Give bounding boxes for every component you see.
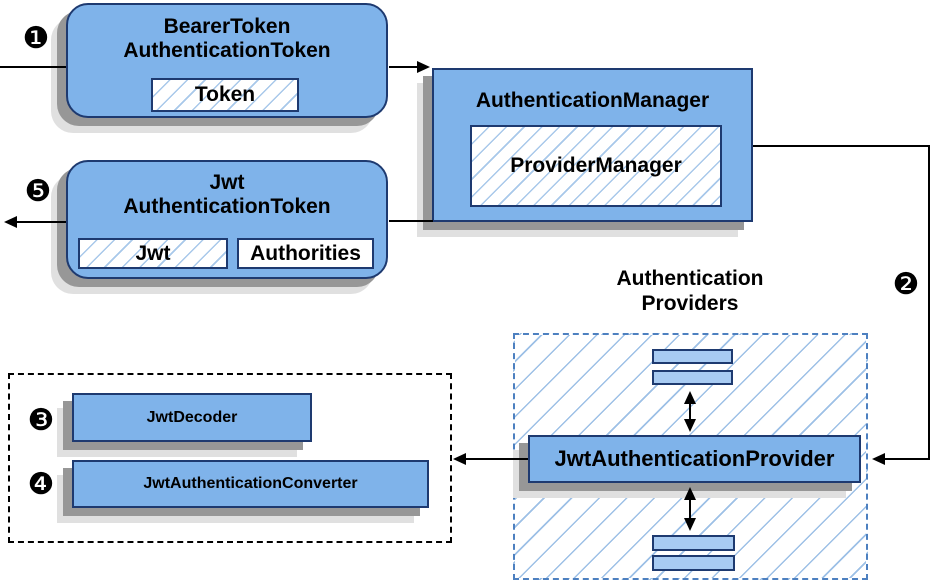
authentication-providers-label: Authentication Providers <box>590 266 790 316</box>
step-2-badge: ❷ <box>892 268 920 301</box>
provider-list-bar <box>652 555 735 571</box>
arrowhead-into-decoder-group-icon <box>453 453 466 465</box>
arrowhead-into-manager-icon <box>417 61 430 73</box>
provider-manager-inner-box: ProviderManager <box>470 125 722 207</box>
jwt-authentication-provider-box: JwtAuthenticationProvider <box>528 435 861 483</box>
token-label: Token <box>194 83 256 106</box>
authentication-manager-box: AuthenticationManager ProviderManager <box>432 68 753 222</box>
provider-list-bar <box>652 535 735 551</box>
jwt-inner-box: Jwt <box>78 238 228 269</box>
jwt-decoder-box: JwtDecoder <box>72 393 312 442</box>
jwt-authentication-converter-label: JwtAuthenticationConverter <box>143 475 358 492</box>
jwt-decoder-label: JwtDecoder <box>146 408 238 426</box>
authentication-providers-label-line1: Authentication <box>616 267 764 290</box>
jwt-box-title-line1: Jwt <box>209 171 245 194</box>
step-5-badge: ❺ <box>24 175 52 208</box>
arrowhead-into-provider-icon <box>872 453 885 465</box>
jwt-authentication-provider-label: JwtAuthenticationProvider <box>554 446 835 471</box>
provider-list-bar <box>652 349 733 364</box>
step-3-badge: ❸ <box>27 404 55 437</box>
step-1-badge: ❶ <box>22 22 50 55</box>
token-inner-box: Token <box>151 78 299 112</box>
jwt-label: Jwt <box>135 241 171 265</box>
jwt-box-title-line2: AuthenticationToken <box>123 195 331 218</box>
jwt-components-group-box <box>8 373 452 543</box>
provider-list-bar <box>652 370 733 385</box>
bearer-token-authentication-token-box: BearerToken AuthenticationToken Token <box>66 3 388 118</box>
authentication-manager-title: AuthenticationManager <box>475 89 710 112</box>
bearer-box-title-line2: AuthenticationToken <box>123 39 331 62</box>
arrowhead-outgoing-icon <box>4 216 17 228</box>
bearer-box-title-line1: BearerToken <box>163 15 291 38</box>
authentication-providers-label-line2: Providers <box>641 292 739 315</box>
step-4-badge: ❹ <box>27 468 55 501</box>
provider-manager-label: ProviderManager <box>510 154 682 177</box>
authorities-label: Authorities <box>250 241 361 265</box>
authorities-inner-box: Authorities <box>237 238 374 269</box>
jwt-authentication-converter-box: JwtAuthenticationConverter <box>72 460 429 508</box>
jwt-authentication-token-box: Jwt AuthenticationToken Jwt Authorities <box>66 160 388 279</box>
